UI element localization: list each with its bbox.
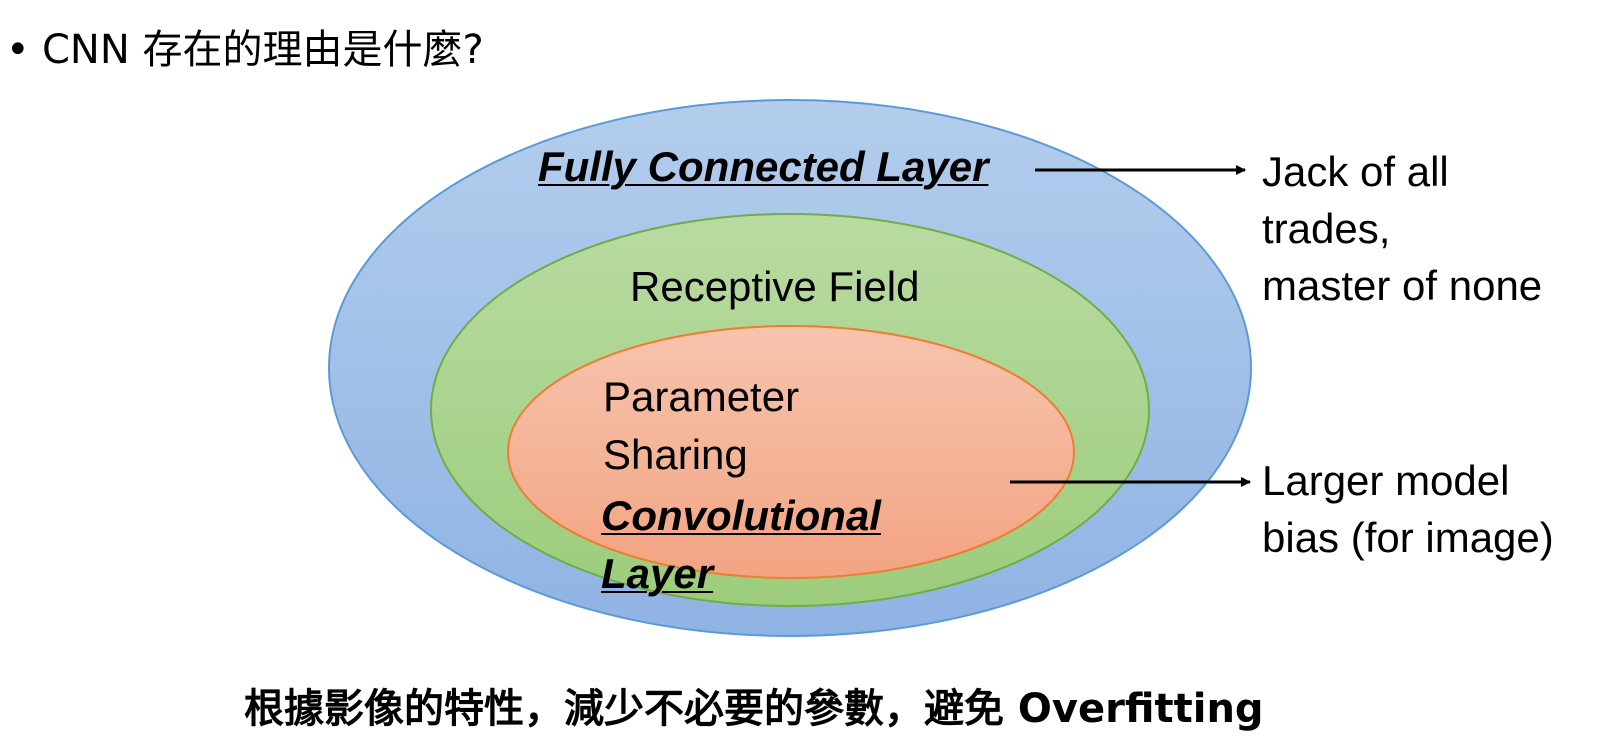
fully-connected-layer-label: Fully Connected Layer xyxy=(538,143,989,190)
top-note-line3: master of none xyxy=(1262,262,1543,309)
bullet-point: • xyxy=(6,27,30,73)
top-note-line2: trades, xyxy=(1262,205,1391,252)
title-text: CNN 存在的理由是什麼? xyxy=(42,27,484,73)
parameter-sharing-line1: Parameter xyxy=(603,373,800,420)
parameter-sharing-ellipse xyxy=(507,325,1075,579)
bottom-note-line1: Larger model xyxy=(1262,457,1510,504)
bottom-note-line2: bias (for image) xyxy=(1262,514,1554,561)
convolutional-layer-label: Convolutional Layer xyxy=(601,487,881,603)
jack-of-all-trades-note: Jack of all trades, master of none xyxy=(1262,143,1542,314)
larger-model-bias-note: Larger model bias (for image) xyxy=(1262,452,1554,566)
convolutional-layer-line2: Layer xyxy=(601,550,714,597)
conclusion-text: 根據影像的特性，減少不必要的參數，避免 Overfitting xyxy=(244,686,1264,732)
receptive-field-label: Receptive Field xyxy=(630,263,920,310)
parameter-sharing-line2: Sharing xyxy=(603,431,748,478)
top-note-line1: Jack of all xyxy=(1262,148,1449,195)
convolutional-layer-line1: Convolutional xyxy=(601,492,881,539)
parameter-sharing-label: Parameter Sharing xyxy=(603,368,799,484)
slide-title: • CNN 存在的理由是什麼? xyxy=(6,22,484,78)
